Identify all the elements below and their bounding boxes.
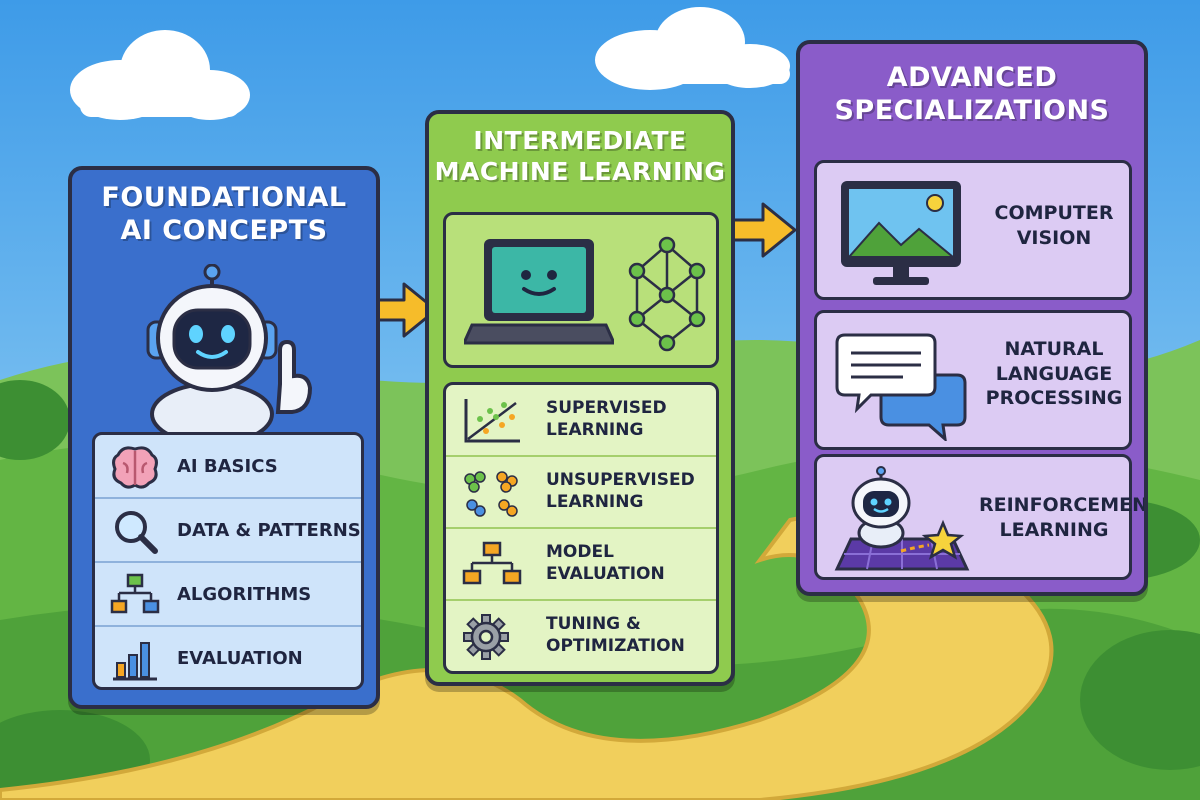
speech-bubbles-icon	[835, 333, 967, 441]
stage-card-advanced: Advanced Specializations Computer Vision…	[796, 40, 1148, 596]
topic-label-model-evaluation: Model Evaluation	[546, 542, 665, 585]
foundational-topic-list: AI Basics Data & Patterns Algorithms	[92, 432, 364, 690]
robot-mascot-icon	[146, 264, 313, 436]
scatter-plot-icon	[464, 399, 520, 443]
specialization-label-computer-vision: Computer Vision	[994, 202, 1114, 249]
stage-title-advanced: Advanced Specializations	[834, 62, 1110, 126]
stage-card-intermediate: Intermediate Machine Learning	[425, 110, 735, 686]
stage-card-foundational: Foundational AI Concepts AI Basics Dat	[68, 166, 380, 709]
topic-ai-basics: AI Basics	[95, 435, 361, 499]
topic-supervised-learning: Supervised Learning	[446, 385, 716, 457]
specialization-label-nlp: Natural Language Processing	[985, 338, 1123, 410]
brain-icon	[112, 446, 158, 489]
topic-evaluation: Evaluation	[95, 627, 361, 691]
topic-label-tuning: Tuning & Optimization	[546, 614, 685, 657]
flowchart-icon	[462, 541, 522, 585]
stage-title-foundational: Foundational AI Concepts	[101, 182, 347, 246]
magnifier-icon	[115, 511, 158, 554]
topic-label-unsupervised: Unsupervised Learning	[546, 470, 695, 513]
specialization-natural-language-processing: Natural Language Processing	[814, 310, 1132, 450]
bar-chart-icon	[113, 642, 157, 681]
topic-unsupervised-learning: Unsupervised Learning	[446, 457, 716, 529]
topic-tuning-optimization: Tuning & Optimization	[446, 601, 716, 673]
flowchart-icon	[110, 573, 160, 614]
cloud-left	[70, 30, 250, 120]
topic-data-patterns: Data & Patterns	[95, 499, 361, 563]
monitor-landscape-icon	[841, 181, 961, 285]
topic-label-supervised: Supervised Learning	[546, 398, 667, 441]
topic-model-evaluation: Model Evaluation	[446, 529, 716, 601]
intermediate-illustration	[443, 212, 719, 368]
topic-algorithms: Algorithms	[95, 563, 361, 627]
stage-title-intermediate: Intermediate Machine Learning	[434, 126, 726, 186]
gear-icon	[463, 614, 509, 660]
smiling-laptop-icon	[464, 239, 614, 345]
intermediate-topic-list: Supervised Learning Unsupervised Learnin…	[443, 382, 719, 674]
specialization-reinforcement-learning: Reinforcement Learning	[814, 454, 1148, 580]
specialization-computer-vision: Computer Vision	[814, 160, 1132, 300]
specialization-label-reinforcement: Reinforcement Learning	[979, 494, 1148, 541]
robot-star-icon	[834, 466, 970, 571]
clusters-icon	[464, 471, 518, 517]
cloud-middle	[595, 7, 790, 90]
neural-network-icon	[628, 236, 706, 352]
